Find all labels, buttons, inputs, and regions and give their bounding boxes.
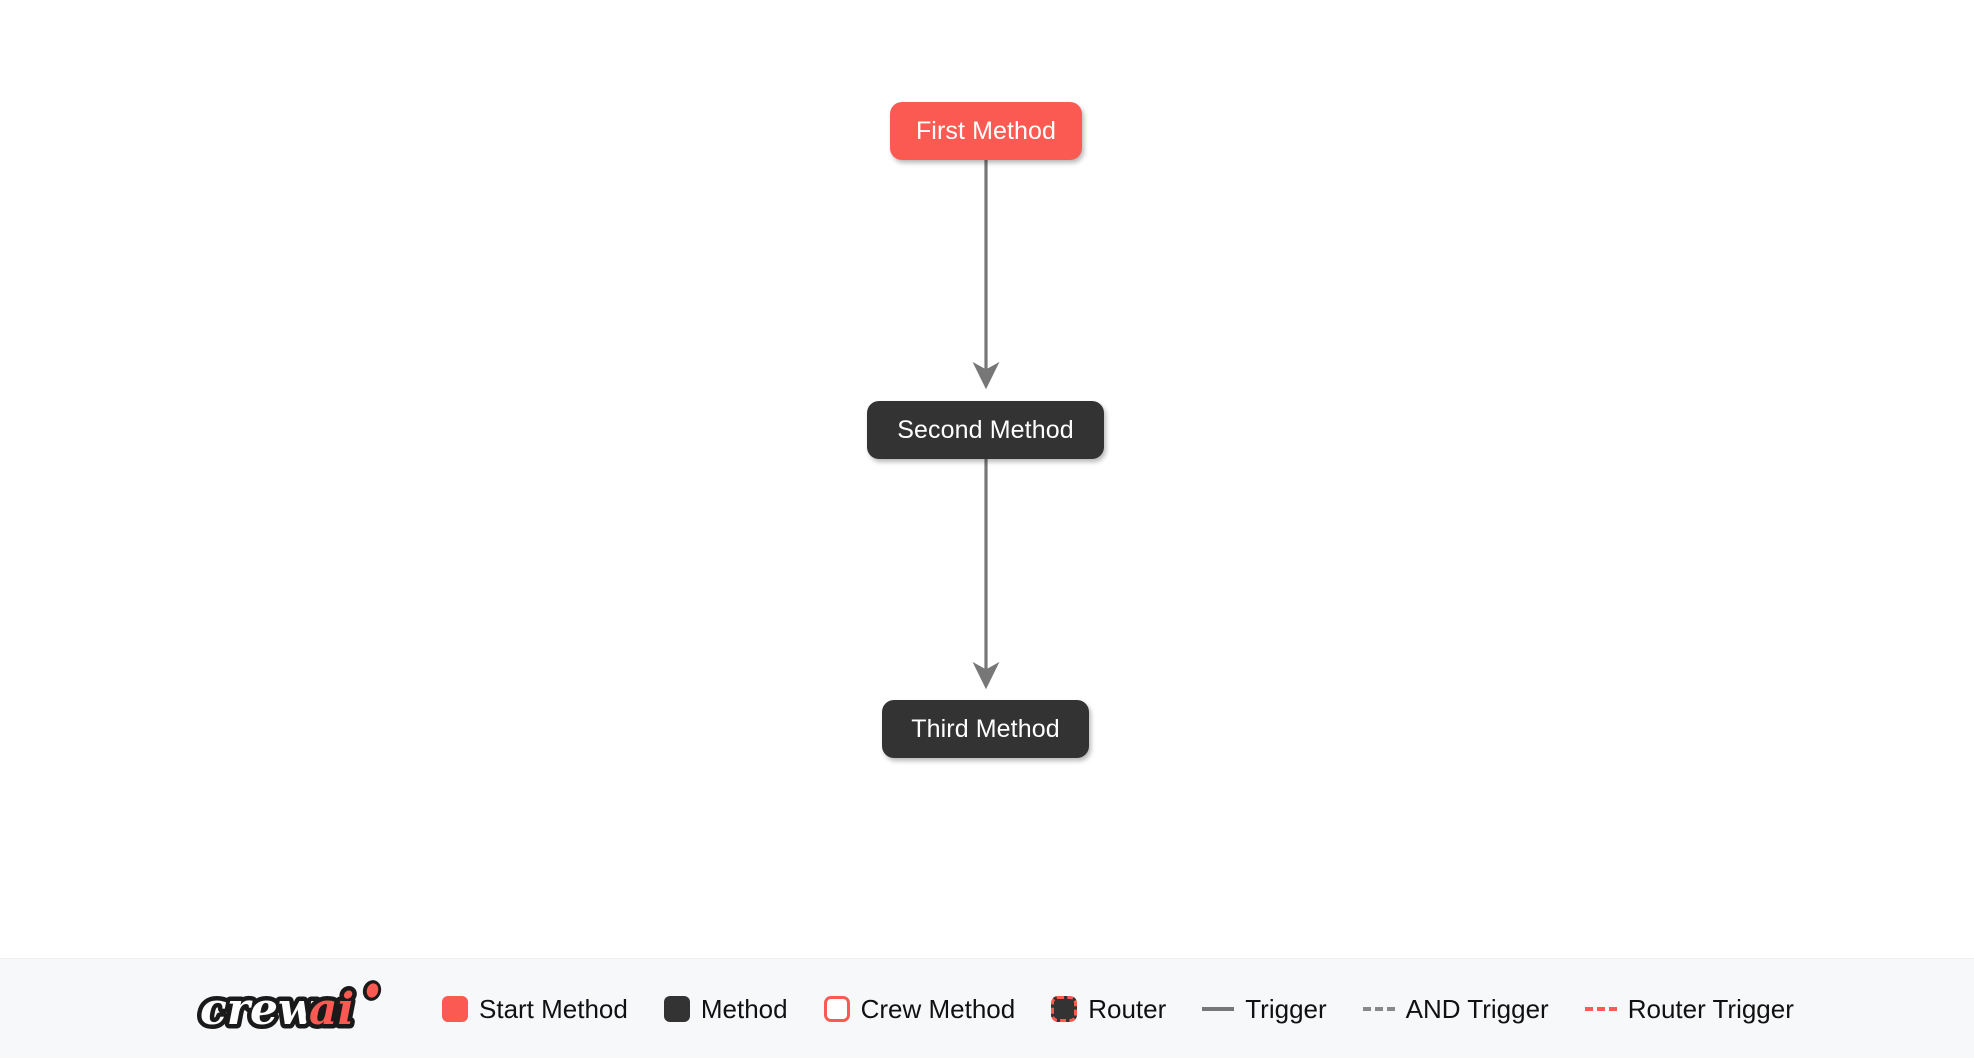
legend-item-method[interactable]: Method xyxy=(663,993,788,1024)
flow-node-first-method[interactable]: First Method xyxy=(890,102,1082,160)
router-swatch-icon xyxy=(1051,995,1078,1022)
flow-node-label: Third Method xyxy=(911,714,1060,743)
legend-item-router-trigger[interactable]: Router Trigger xyxy=(1584,993,1794,1024)
flow-node-third-method[interactable]: Third Method xyxy=(882,700,1089,758)
legend-item-crew-method[interactable]: Crew Method xyxy=(823,993,1016,1024)
svg-text:crew: crew xyxy=(200,984,318,1035)
flow-node-label: Second Method xyxy=(897,415,1074,444)
svg-text:ai: ai xyxy=(309,984,354,1035)
method-swatch-icon xyxy=(663,995,690,1022)
svg-text:crew: crew xyxy=(200,984,318,1035)
crewai-logo: crew crew ai ai xyxy=(196,979,382,1039)
and-trigger-line-icon xyxy=(1362,1006,1395,1011)
legend-item-label: Router xyxy=(1088,993,1167,1024)
legend-item-label: Method xyxy=(700,993,788,1024)
router-trigger-line-icon xyxy=(1584,1006,1617,1011)
legend-item-label: Crew Method xyxy=(860,993,1016,1024)
flow-canvas[interactable]: First Method Second Method Third Method xyxy=(0,0,1974,958)
legend-item-trigger[interactable]: Trigger xyxy=(1202,993,1327,1024)
legend-item-router[interactable]: Router xyxy=(1051,993,1167,1024)
trigger-line-icon xyxy=(1202,1006,1235,1011)
legend-bar: crew crew ai ai Start Method Method Crew… xyxy=(0,958,1974,1058)
legend-item-start-method[interactable]: Start Method xyxy=(442,993,628,1024)
legend-item-and-trigger[interactable]: AND Trigger xyxy=(1362,993,1549,1024)
legend-item-label: Start Method xyxy=(479,993,628,1024)
svg-text:ai: ai xyxy=(309,984,354,1035)
legend-item-label: Router Trigger xyxy=(1627,993,1794,1024)
start-method-swatch-icon xyxy=(442,995,468,1022)
flow-node-label: First Method xyxy=(915,116,1057,145)
legend-item-label: AND Trigger xyxy=(1405,993,1549,1024)
crew-method-swatch-icon xyxy=(823,995,850,1022)
flow-node-second-method[interactable]: Second Method xyxy=(867,401,1104,459)
legend-items: Start Method Method Crew Method Router T… xyxy=(442,993,1794,1024)
legend-item-label: Trigger xyxy=(1245,993,1327,1024)
